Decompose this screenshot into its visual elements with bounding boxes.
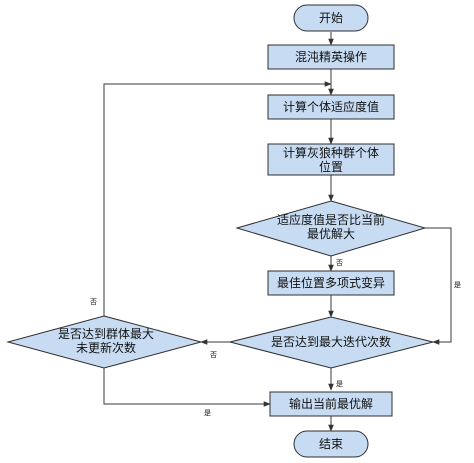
better-decision: 适应度值是否比当前 最优解大 xyxy=(235,200,427,257)
position-label-line2: 位置 xyxy=(319,159,343,174)
mutation-label: 最佳位置多项式变异 xyxy=(277,275,385,290)
chaos-elite-label: 混沌精英操作 xyxy=(295,49,367,64)
group-yes-label: 是 xyxy=(204,409,211,417)
edge-group-yes-to-output xyxy=(103,368,271,407)
group-decision: 是否达到群体最大 未更新次数 xyxy=(6,315,203,369)
edge-better-yes-to-maxiter xyxy=(425,227,452,345)
group-label-line2: 未更新次数 xyxy=(76,340,136,355)
edge-group-no-to-fitness xyxy=(103,81,332,316)
start-node: 开始 xyxy=(293,4,369,32)
start-label: 开始 xyxy=(319,11,343,25)
max-iter-decision: 是否达到最大迭代次数 xyxy=(229,316,434,369)
better-label-line2: 最优解大 xyxy=(307,227,355,241)
position-label-line1: 计算灰狼种群个体 xyxy=(283,145,379,160)
group-label-line1: 是否达到群体最大 xyxy=(58,327,154,341)
group-no-label: 否 xyxy=(90,298,97,306)
max-iter-label: 是否达到最大迭代次数 xyxy=(271,334,391,349)
max-iter-no-label: 否 xyxy=(210,351,217,359)
output-label: 输出当前最优解 xyxy=(289,396,373,411)
better-label-line1: 适应度值是否比当前 xyxy=(277,212,385,227)
better-no-label: 否 xyxy=(336,259,343,267)
position-box: 计算灰狼种群个体 位置 xyxy=(267,143,395,176)
chaos-elite-box: 混沌精英操作 xyxy=(267,44,395,70)
output-box: 输出当前最优解 xyxy=(269,391,393,417)
end-node: 结束 xyxy=(293,430,369,458)
fitness-label: 计算个体适应度值 xyxy=(283,99,379,114)
max-iter-yes-label: 是 xyxy=(336,380,343,388)
fitness-box: 计算个体适应度值 xyxy=(267,94,395,120)
end-label: 结束 xyxy=(319,437,343,451)
better-yes-label: 是 xyxy=(454,281,461,289)
mutation-box: 最佳位置多项式变异 xyxy=(267,270,395,296)
